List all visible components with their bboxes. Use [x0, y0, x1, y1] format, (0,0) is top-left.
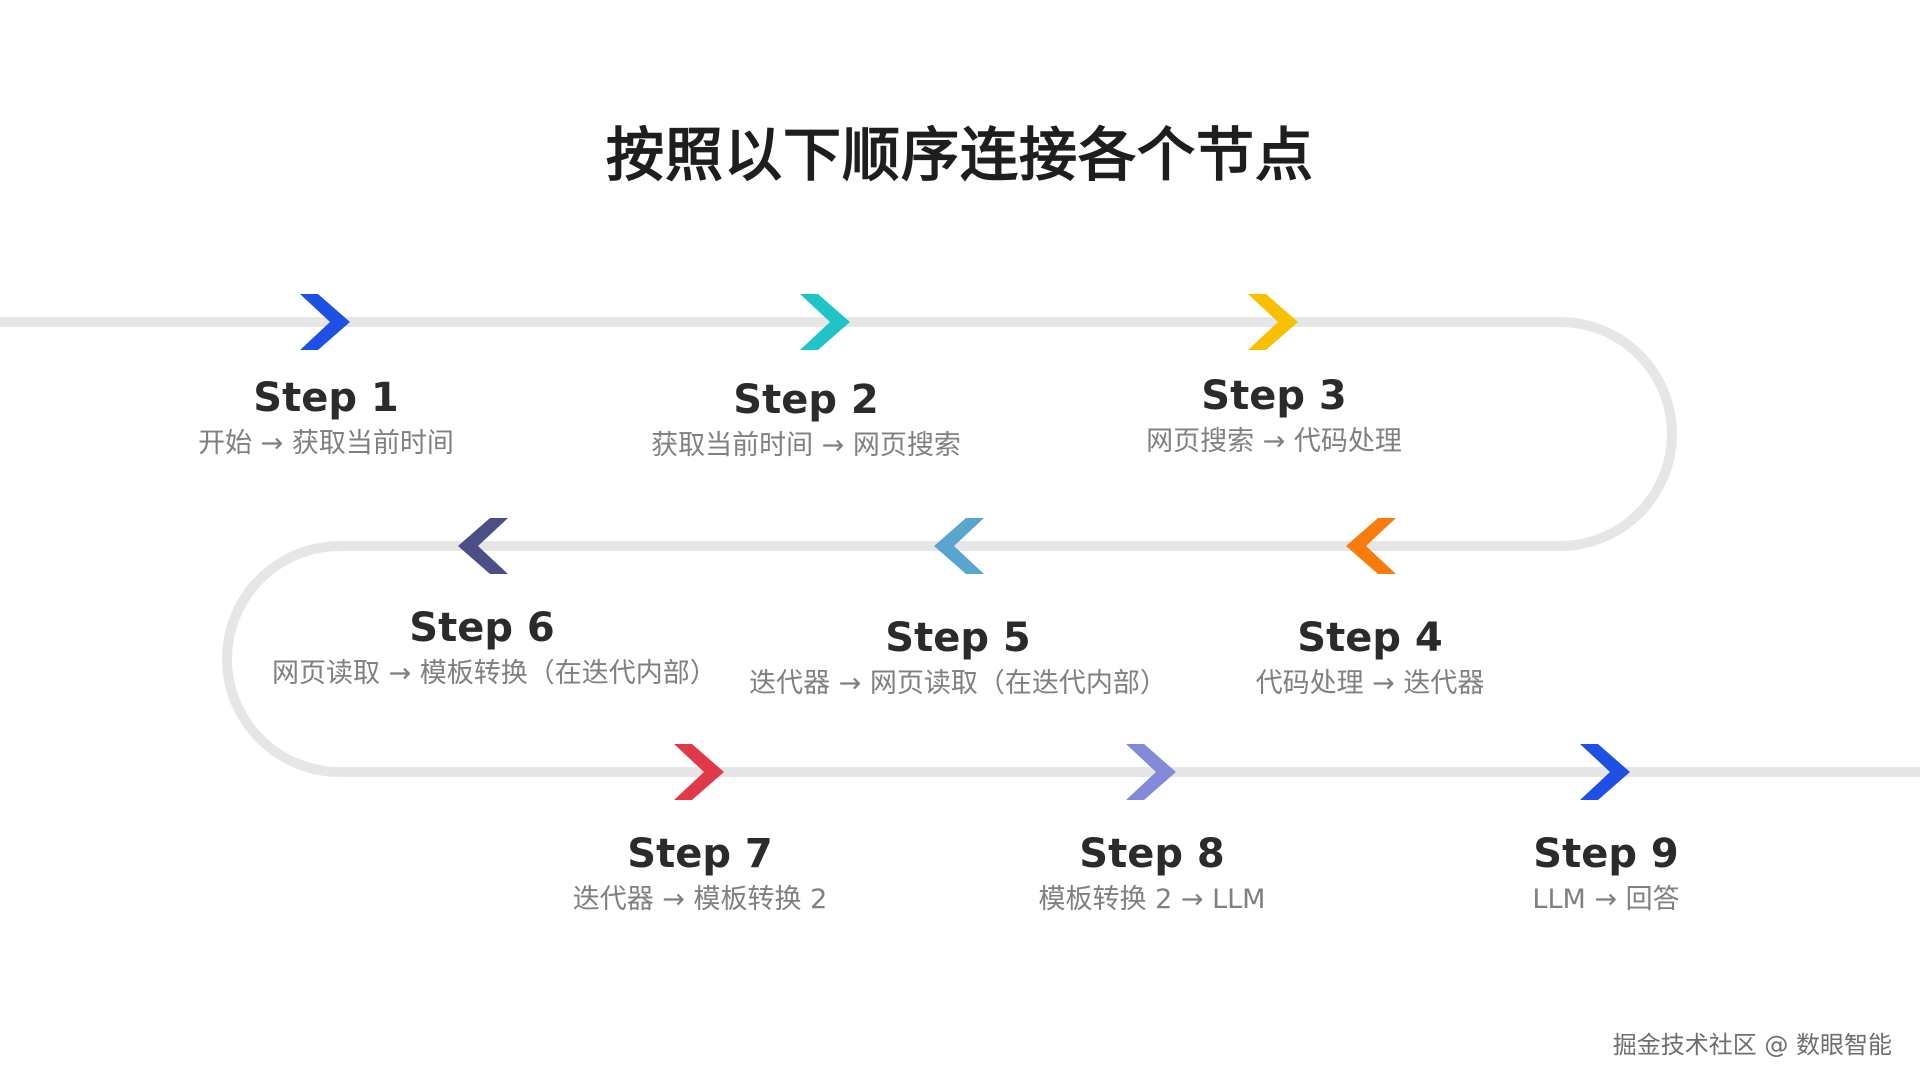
step-2-chevron-icon — [800, 294, 850, 350]
step-9-title: Step 9 — [1533, 831, 1679, 877]
step-5-desc: 迭代器 → 网页读取（在迭代内部） — [749, 668, 1167, 699]
step-6: Step 6 网页读取 → 模板转换（在迭代内部） — [272, 604, 717, 692]
step-chevrons — [300, 294, 1630, 800]
step-8-chevron-icon — [1126, 744, 1176, 800]
step-6-chevron-icon — [458, 518, 508, 574]
step-9: Step 9 LLM → 回答 — [1396, 830, 1816, 918]
step-1-desc: 开始 → 获取当前时间 — [198, 428, 454, 459]
step-4-chevron-icon — [1346, 518, 1396, 574]
step-4-title: Step 4 — [1297, 615, 1443, 661]
step-2-desc: 获取当前时间 → 网页搜索 — [651, 430, 961, 461]
step-3-chevron-icon — [1248, 294, 1298, 350]
step-8: Step 8 模板转换 2 → LLM — [942, 830, 1362, 918]
step-2-title: Step 2 — [733, 377, 879, 423]
page-title: 按照以下顺序连接各个节点 — [605, 121, 1314, 189]
step-1-chevron-icon — [300, 294, 350, 350]
step-1-title: Step 1 — [253, 375, 399, 421]
step-3-desc: 网页搜索 → 代码处理 — [1146, 426, 1402, 457]
step-5-title: Step 5 — [885, 615, 1031, 661]
watermark: 掘金技术社区 @ 数眼智能 — [1612, 1031, 1892, 1059]
step-2: Step 2 获取当前时间 → 网页搜索 — [596, 376, 1016, 464]
step-5-chevron-icon — [934, 518, 984, 574]
step-4: Step 4 代码处理 → 迭代器 — [1160, 614, 1580, 702]
step-1: Step 1 开始 → 获取当前时间 — [116, 374, 536, 462]
step-4-desc: 代码处理 → 迭代器 — [1255, 668, 1485, 699]
step-8-desc: 模板转换 2 → LLM — [1038, 884, 1266, 915]
step-8-title: Step 8 — [1079, 831, 1225, 877]
step-7-chevron-icon — [674, 744, 724, 800]
step-5: Step 5 迭代器 → 网页读取（在迭代内部） — [748, 614, 1168, 702]
step-3: Step 3 网页搜索 → 代码处理 — [1064, 372, 1484, 460]
step-9-desc: LLM → 回答 — [1532, 884, 1680, 915]
step-3-title: Step 3 — [1201, 373, 1347, 419]
step-7-title: Step 7 — [627, 831, 773, 877]
flow-track — [0, 317, 1920, 777]
step-6-desc: 网页读取 → 模板转换（在迭代内部） — [272, 658, 717, 689]
step-6-title: Step 6 — [409, 605, 555, 651]
step-9-chevron-icon — [1580, 744, 1630, 800]
step-7-desc: 迭代器 → 模板转换 2 — [572, 884, 828, 915]
step-7: Step 7 迭代器 → 模板转换 2 — [490, 830, 910, 918]
